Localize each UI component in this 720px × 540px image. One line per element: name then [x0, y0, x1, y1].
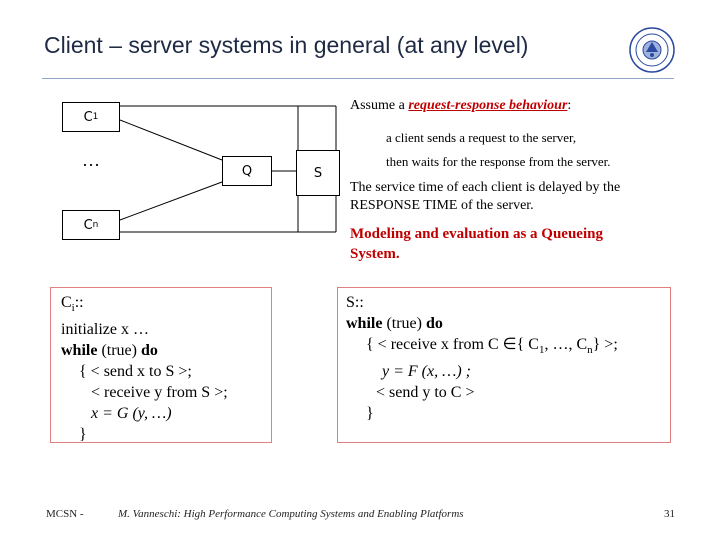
page-number: 31	[664, 508, 675, 520]
q-label: Q	[241, 163, 253, 179]
assume-prefix: Assume a	[350, 98, 409, 113]
footer-left: MCSN -	[46, 508, 84, 520]
client-code-line-3: { < send x to S >;	[79, 363, 192, 381]
server-code-header: S::	[346, 294, 364, 311]
c1-subscript: 1	[92, 112, 99, 122]
queue-q-box: Q	[222, 156, 272, 186]
c1-label: C	[83, 109, 93, 125]
client-do-keyword: do	[140, 342, 158, 360]
server-receive-c: } >;	[592, 336, 618, 353]
university-seal-logo	[629, 27, 675, 73]
server-do-keyword: do	[425, 315, 443, 332]
server-s-box: S	[296, 150, 340, 196]
slide-title: Client – server systems in general (at a…	[44, 32, 529, 58]
server-code-line-5: }	[366, 405, 374, 423]
cn-label: C	[83, 217, 93, 233]
client-code-line-4: < receive y from S >;	[91, 384, 228, 402]
client-code-line-5: x = G (y, …)	[91, 405, 172, 423]
server-code-line-4: < send y to C >	[376, 384, 475, 402]
cn-subscript: n	[92, 220, 99, 230]
client-code-box: Ci:: initialize x … while (true) do { < …	[50, 287, 272, 443]
server-while-condition: (true)	[382, 315, 426, 332]
service-time-line-2: RESPONSE TIME of the server.	[350, 198, 534, 213]
footer-center: M. Vanneschi: High Performance Computing…	[118, 508, 464, 520]
client-code-line-6: }	[79, 426, 87, 444]
server-code-line-3: y = F (x, …) ;	[382, 363, 471, 381]
s-label: S	[313, 165, 323, 181]
client-header-main: C	[61, 294, 72, 311]
server-receive-a: { < receive x from C ∈{ C	[366, 336, 539, 353]
modeling-line-2: System.	[350, 246, 400, 262]
title-underline	[42, 78, 674, 79]
server-code-box: S:: while (true) do { < receive x from C…	[337, 287, 671, 443]
server-receive-sub1: 1	[538, 344, 545, 357]
wait-line: then waits for the response from the ser…	[386, 154, 611, 169]
client-while-keyword: while	[61, 342, 98, 360]
client-header-sub: i	[71, 302, 75, 315]
assume-suffix: :	[567, 98, 572, 113]
service-time-line-1: The service time of each client is delay…	[350, 180, 621, 195]
client-code-line-2: while (true) do	[61, 340, 271, 361]
server-receive-b: , …, C	[544, 336, 588, 353]
client-header-suffix: ::	[74, 294, 84, 311]
client-code-header: Ci::	[61, 292, 271, 319]
assume-emphasis: request-response behaviour	[408, 98, 568, 113]
clients-ellipsis: …	[82, 150, 100, 170]
server-code-line-2: { < receive x from C ∈{ C1, …, Cn} >;	[346, 334, 670, 361]
client-code-line-1: initialize x …	[61, 321, 149, 339]
assume-line: Assume a request-response behaviour:	[350, 98, 571, 114]
request-line: a client sends a request to the server,	[386, 130, 577, 145]
modeling-line-1: Modeling and evaluation as a Queueing	[350, 226, 603, 242]
server-receive-sub2: n	[587, 344, 593, 357]
server-code-line-1: while (true) do	[346, 313, 670, 334]
client-while-condition: (true)	[97, 342, 141, 360]
server-while-keyword: while	[346, 315, 383, 332]
